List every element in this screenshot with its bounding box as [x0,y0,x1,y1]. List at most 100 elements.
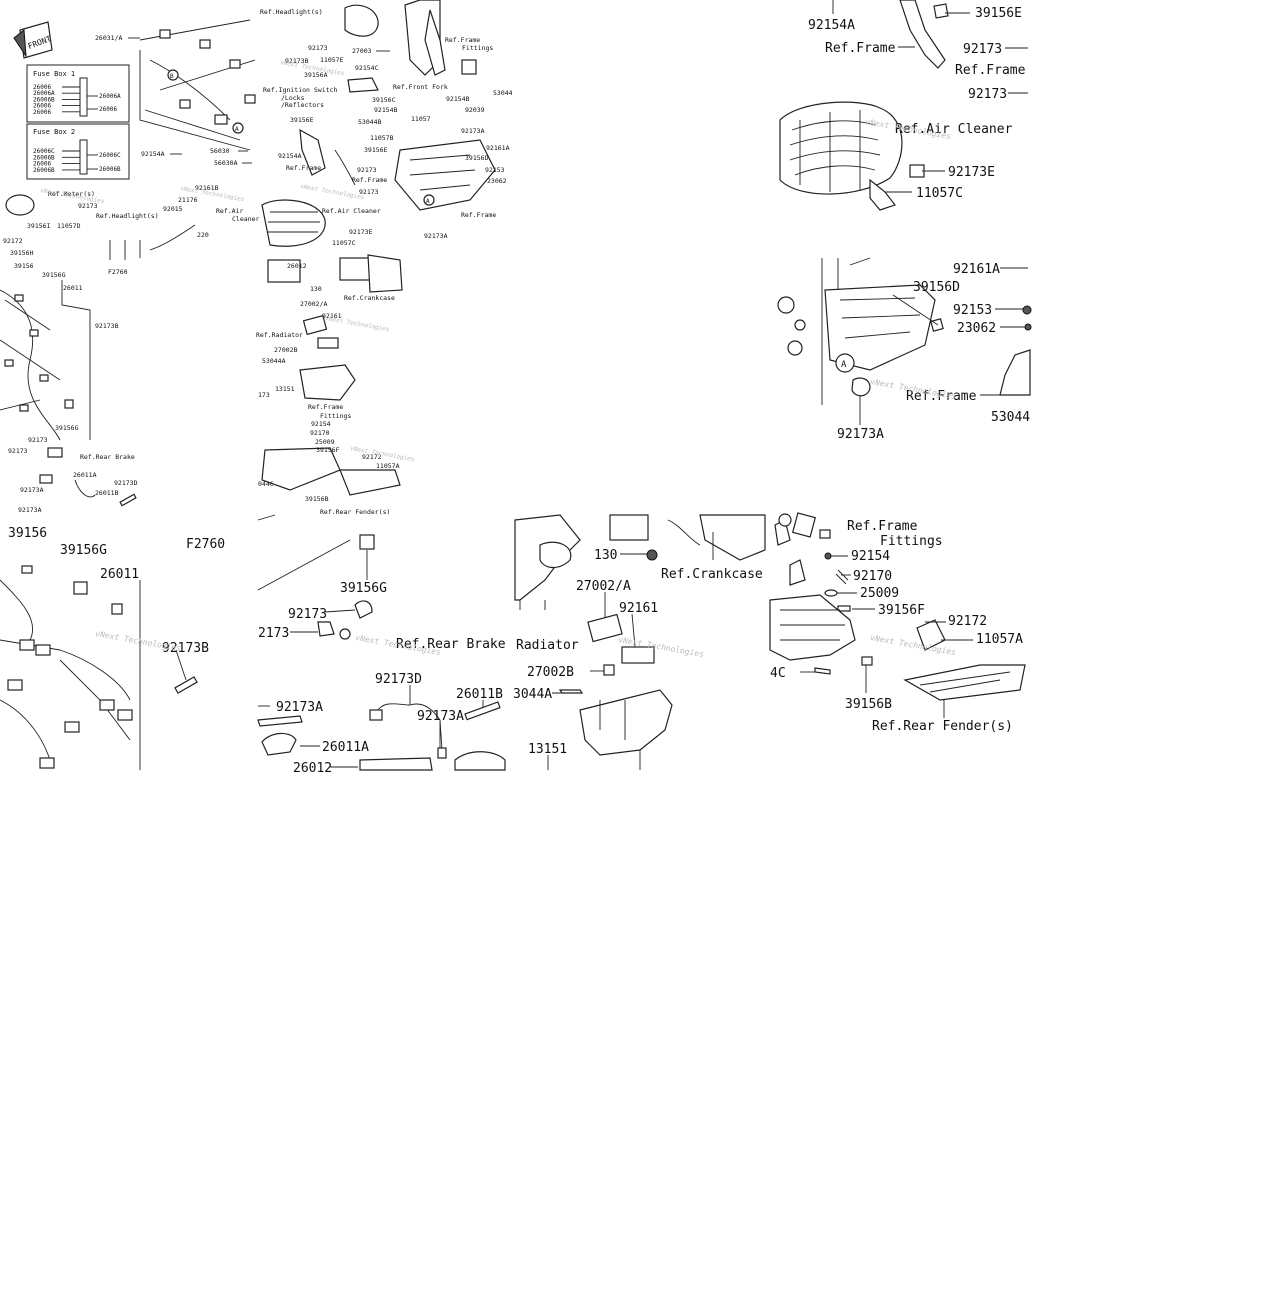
part-number-label: 23062 [487,177,507,185]
part-number-label: 92173E [948,165,995,180]
part-number-label: 92170 [310,429,330,437]
part-number-label: 39156C [372,96,396,104]
part-number-label: 92154 [311,420,331,428]
leader-line [324,609,356,613]
battery-box-small [299,364,356,401]
part-number-label: F2760 [108,268,128,276]
left-harness [0,280,91,441]
part-number-label: 92161B [195,184,219,192]
part-number-label: 39156 [14,262,34,270]
part-number-label: 4C [770,666,786,681]
part-number-label: Ref.Frame [352,176,387,184]
frame-rear-fittings [769,594,856,661]
part-number-label: 11057B [370,134,394,142]
part-number-label: 92173A [18,506,42,514]
part-number-label: 26011A [73,471,97,479]
part-number-label: 92173A [837,427,884,442]
part-number-label: 39156H [10,249,34,257]
part-number-label: 220 [197,231,209,239]
part-number-label: Ref.Headlight(s) [96,212,159,220]
part-number-label: 39156I [27,222,51,230]
crankcase-part [699,514,766,561]
part-number-label: 3044A [513,687,552,702]
part-number-label: 25009 [860,586,899,601]
part-number-label: 92173D [114,479,138,487]
part-number-label: 39156E [975,6,1022,21]
part-number-label: 26011 [63,284,83,292]
part-number-label: Fittings [320,412,351,420]
fuse-label: 26006 [33,84,51,91]
rear-brake-area [39,447,137,507]
part-number-label: Ref.Crankcase [661,567,763,582]
part-number-label: Ref.Frame [286,164,321,172]
frame-assembly-small: A [394,139,496,211]
fuse-label: 26006B [33,154,55,161]
part-number-label: 11057E [320,56,344,64]
part-number-label: Ref.Frame [955,63,1026,78]
part-number-label: Fittings [462,44,493,52]
part-number-label: 11057A [976,632,1023,647]
part-number-label: Ref.Meter(s) [48,190,95,198]
part-number-label: 11057C [332,239,356,247]
part-number-label: 39156G [42,271,66,279]
part-number-label: 26031/A [95,34,122,42]
part-number-label: 92173 [963,42,1002,57]
part-number-label: 11057C [916,186,963,201]
part-number-label: 92161A [953,262,1000,277]
battery [609,514,649,541]
leader-line [631,613,636,648]
part-number-label: 92154B [374,106,398,114]
battery-tray [579,689,673,756]
part-number-label: 92015 [163,205,183,213]
part-number-label: Cleaner [232,215,259,223]
front-arrow-icon: FRONT [13,21,53,59]
part-number-label: Ref.Rear Fender(s) [872,719,1013,734]
part-number-label: 92173 [8,447,28,455]
main-harness-top: B A [139,19,256,151]
fuse-box-2: Fuse Box 2 26006C26006B2600626006B26006C… [26,123,130,180]
connector-39156G-b [359,534,375,550]
fuse-label: 26006 [33,109,51,116]
part-number-label: Ref.Frame [825,41,896,56]
part-number-label: /Locks [281,94,305,102]
part-number-label: 92154 [851,549,890,564]
part-number-label: 39156A [304,71,328,79]
part-number-label: 92039 [465,106,485,114]
part-number-label: 92173B [95,322,119,330]
part-number-label: 39156G [55,424,79,432]
part-number-label: 92173A [461,127,485,135]
module-92161 [621,646,655,664]
part-number-label: 92154A [808,18,855,33]
part-number-label: 11057 [411,115,431,123]
part-number-label: 26012 [287,262,307,270]
part-number-label: 25009 [315,438,335,446]
part-number-label: Radiator [516,638,579,653]
part-number-label: Ref.Radiator [256,331,303,339]
fuse-label: 26006 [33,161,51,168]
rear-fender [903,664,1026,701]
fuse-label: 26006B [33,167,55,174]
connector-39156G [73,581,88,595]
part-number-label: Ref.Frame [847,519,918,534]
fuse-box-2-title: Fuse Box 2 [33,128,75,136]
part-number-label: Ref.Headlight(s) [260,8,323,16]
watermark-text: vNext Technologies [95,629,182,653]
part-number-label: Ref.Crankcase [344,294,395,302]
part-number-label: Ref.Frame [445,36,480,44]
part-number-label: F2760 [186,537,225,552]
part-number-label: 92172 [362,453,382,461]
part-number-label: Ref.Air Cleaner [322,207,381,215]
frame-cross-member [824,284,936,371]
part-number-label: 92173 [357,166,377,174]
fuse-box-1-title: Fuse Box 1 [33,70,75,78]
frame-bracket [899,0,946,69]
part-number-label: 92172 [948,614,987,629]
part-number-label: 92154A [141,150,165,158]
part-number-label: /Reflectors [281,101,324,109]
fuse-label: 26006B [33,96,55,103]
